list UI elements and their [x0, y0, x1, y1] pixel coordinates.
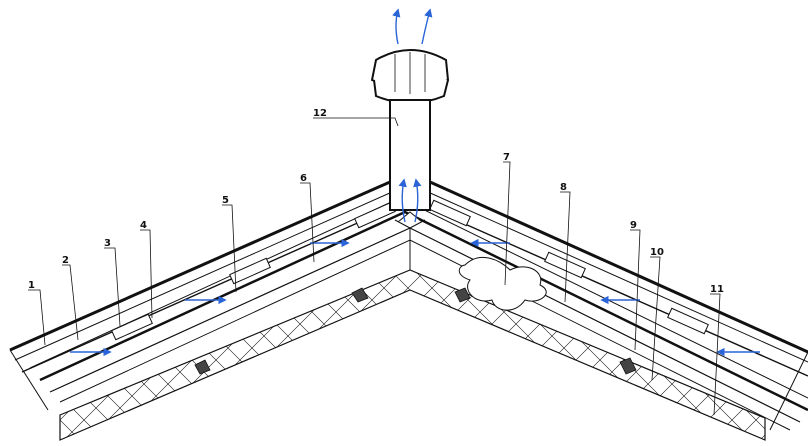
callout-1: 1	[28, 280, 35, 291]
callout-6: 6	[300, 173, 307, 184]
callout-3: 3	[104, 238, 111, 249]
callout-10: 10	[650, 247, 664, 258]
batten-block-icon	[111, 313, 153, 341]
marker-icon	[194, 359, 211, 375]
callout-12: 12	[313, 108, 327, 119]
callout-9: 9	[630, 220, 637, 231]
batten-block-icon	[544, 251, 586, 279]
callout-11: 11	[710, 284, 724, 295]
marker-icon	[619, 357, 637, 375]
batten-block-icon	[667, 307, 709, 335]
roof-vent-icon	[370, 49, 450, 211]
arrow-icon	[413, 178, 422, 223]
callout-4: 4	[140, 220, 147, 231]
marker-icon	[454, 287, 471, 303]
insulation-markers	[194, 287, 637, 375]
callouts: 1 2 3 4 5 6 7 8 9 10 11 12	[28, 108, 724, 295]
callout-7: 7	[503, 152, 510, 163]
arrow-icon	[392, 8, 401, 45]
arrow-icon	[421, 8, 433, 45]
callout-2: 2	[62, 255, 69, 266]
roof-covering	[9, 180, 808, 431]
insulation-bulge	[458, 256, 547, 311]
leader-lines	[28, 117, 721, 416]
batten-blocks	[111, 199, 709, 341]
marker-icon	[351, 287, 369, 303]
batten-block-icon	[429, 199, 471, 227]
callout-5: 5	[222, 195, 229, 206]
batten-block-icon	[229, 257, 271, 285]
callout-8: 8	[560, 182, 567, 193]
airflow-arrows	[70, 8, 760, 357]
ridge-detail	[394, 211, 426, 270]
arrow-icon	[398, 178, 407, 223]
